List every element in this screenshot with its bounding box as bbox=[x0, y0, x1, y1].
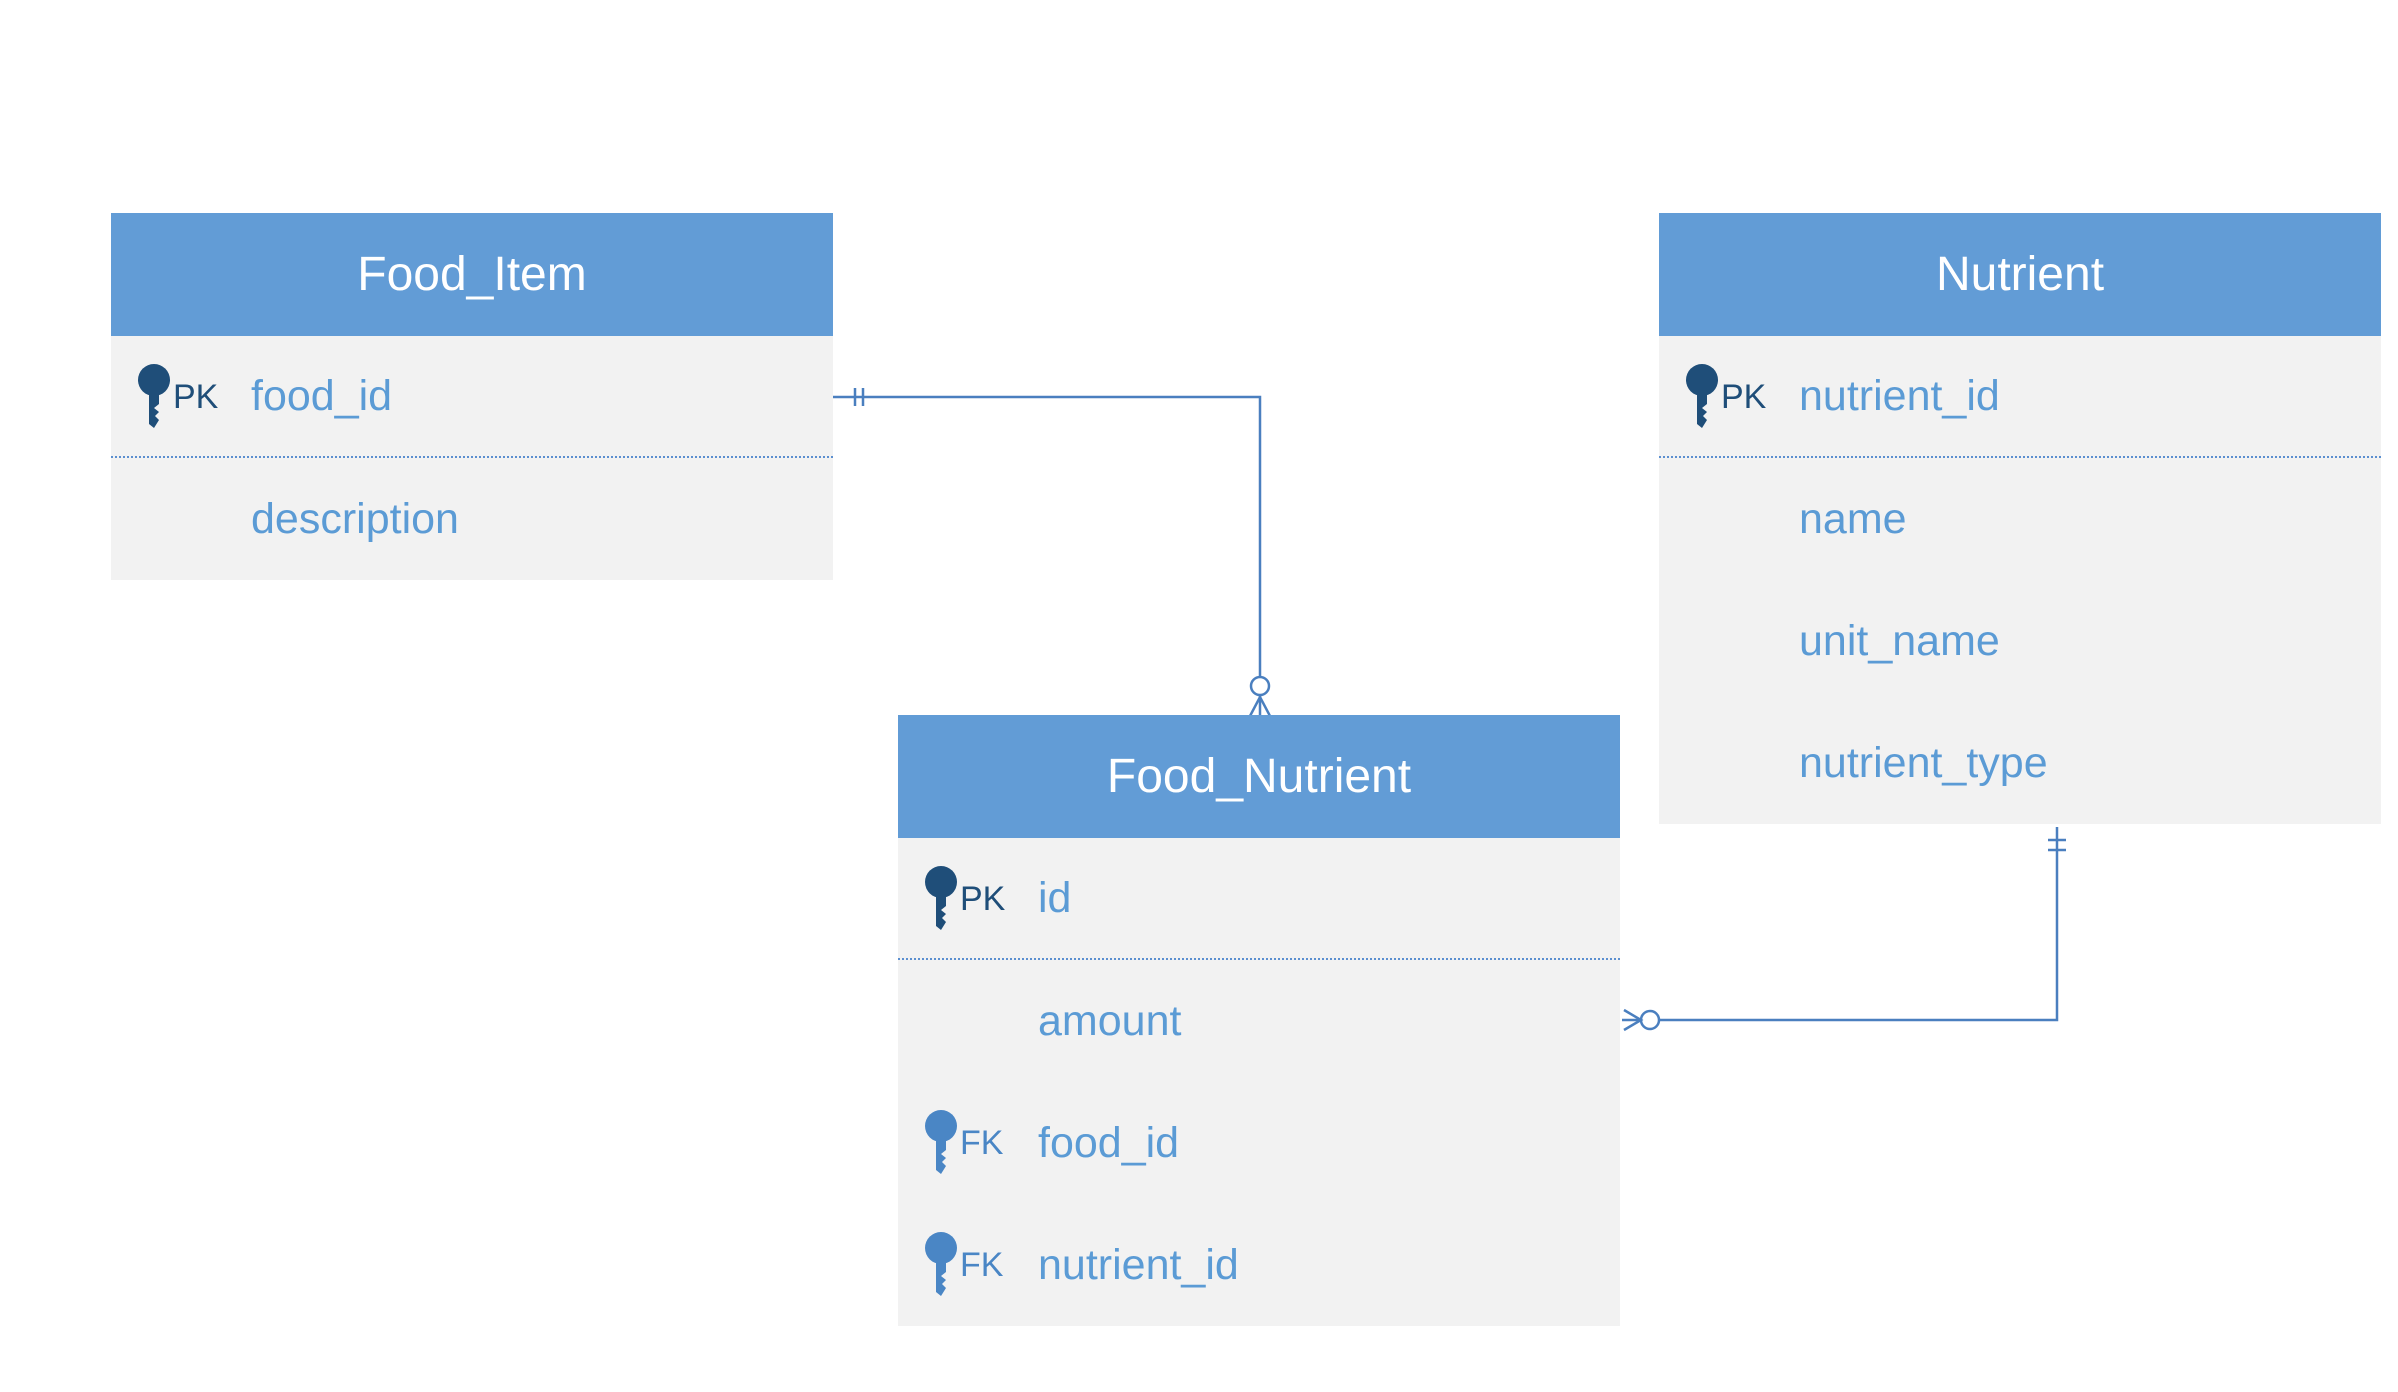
attr-food-id: food_id bbox=[251, 371, 393, 420]
attr-unit-name: unit_name bbox=[1799, 616, 2000, 665]
attr-nutrient-id: nutrient_id bbox=[1038, 1240, 1239, 1289]
fk-label: FK bbox=[960, 1245, 1004, 1284]
attr-nutrient-type: nutrient_type bbox=[1799, 738, 2048, 787]
food-nutrient-entity[interactable]: Food_Nutrient PK id amount FK food_id bbox=[898, 715, 1620, 1326]
fk-badge: FK bbox=[924, 1110, 1003, 1176]
food-nutrient-title: Food_Nutrient bbox=[898, 715, 1620, 838]
attr-nutrient-id: nutrient_id bbox=[1799, 371, 2000, 420]
nutrient-pk-row[interactable]: PK nutrient_id bbox=[1659, 336, 2381, 458]
foreign-key-icon bbox=[925, 1110, 957, 1174]
attr-description: description bbox=[251, 494, 459, 543]
nutrient-title: Nutrient bbox=[1659, 213, 2381, 336]
attr-food-id: food_id bbox=[1038, 1118, 1180, 1167]
nutrient-attr-row[interactable]: nutrient_type bbox=[1659, 702, 2381, 824]
food-item-attr-row[interactable]: description bbox=[111, 458, 833, 580]
fk-badge: FK bbox=[924, 1232, 1003, 1298]
fk-label: FK bbox=[960, 1123, 1004, 1162]
pk-badge: PK bbox=[924, 866, 1005, 932]
foreign-key-icon bbox=[925, 1232, 957, 1296]
food-item-pk-row[interactable]: PK food_id bbox=[111, 336, 833, 458]
attr-name: name bbox=[1799, 494, 1907, 543]
pk-label: PK bbox=[960, 879, 1006, 918]
pk-badge: PK bbox=[137, 364, 218, 430]
nutrient-attr-row[interactable]: unit_name bbox=[1659, 580, 2381, 702]
food-nutrient-pk-row[interactable]: PK id bbox=[898, 838, 1620, 960]
food-item-entity[interactable]: Food_Item PK food_id description bbox=[111, 213, 833, 580]
primary-key-icon bbox=[1686, 364, 1718, 428]
food-nutrient-fk-row[interactable]: FK nutrient_id bbox=[898, 1204, 1620, 1326]
nutrient-attr-row[interactable]: name bbox=[1659, 458, 2381, 580]
pk-badge: PK bbox=[1685, 364, 1766, 430]
food-item-title: Food_Item bbox=[111, 213, 833, 336]
primary-key-icon bbox=[138, 364, 170, 428]
attr-amount: amount bbox=[1038, 996, 1182, 1045]
primary-key-icon bbox=[925, 866, 957, 930]
relationship-nutrient-food-nutrient bbox=[1622, 827, 2066, 1032]
relationship-food-item-food-nutrient bbox=[833, 388, 1272, 718]
food-nutrient-attr-row[interactable]: amount bbox=[898, 960, 1620, 1082]
pk-label: PK bbox=[1721, 377, 1767, 416]
pk-label: PK bbox=[173, 377, 219, 416]
attr-id: id bbox=[1038, 873, 1072, 922]
nutrient-entity[interactable]: Nutrient PK nutrient_id name unit_name n… bbox=[1659, 213, 2381, 824]
food-nutrient-fk-row[interactable]: FK food_id bbox=[898, 1082, 1620, 1204]
